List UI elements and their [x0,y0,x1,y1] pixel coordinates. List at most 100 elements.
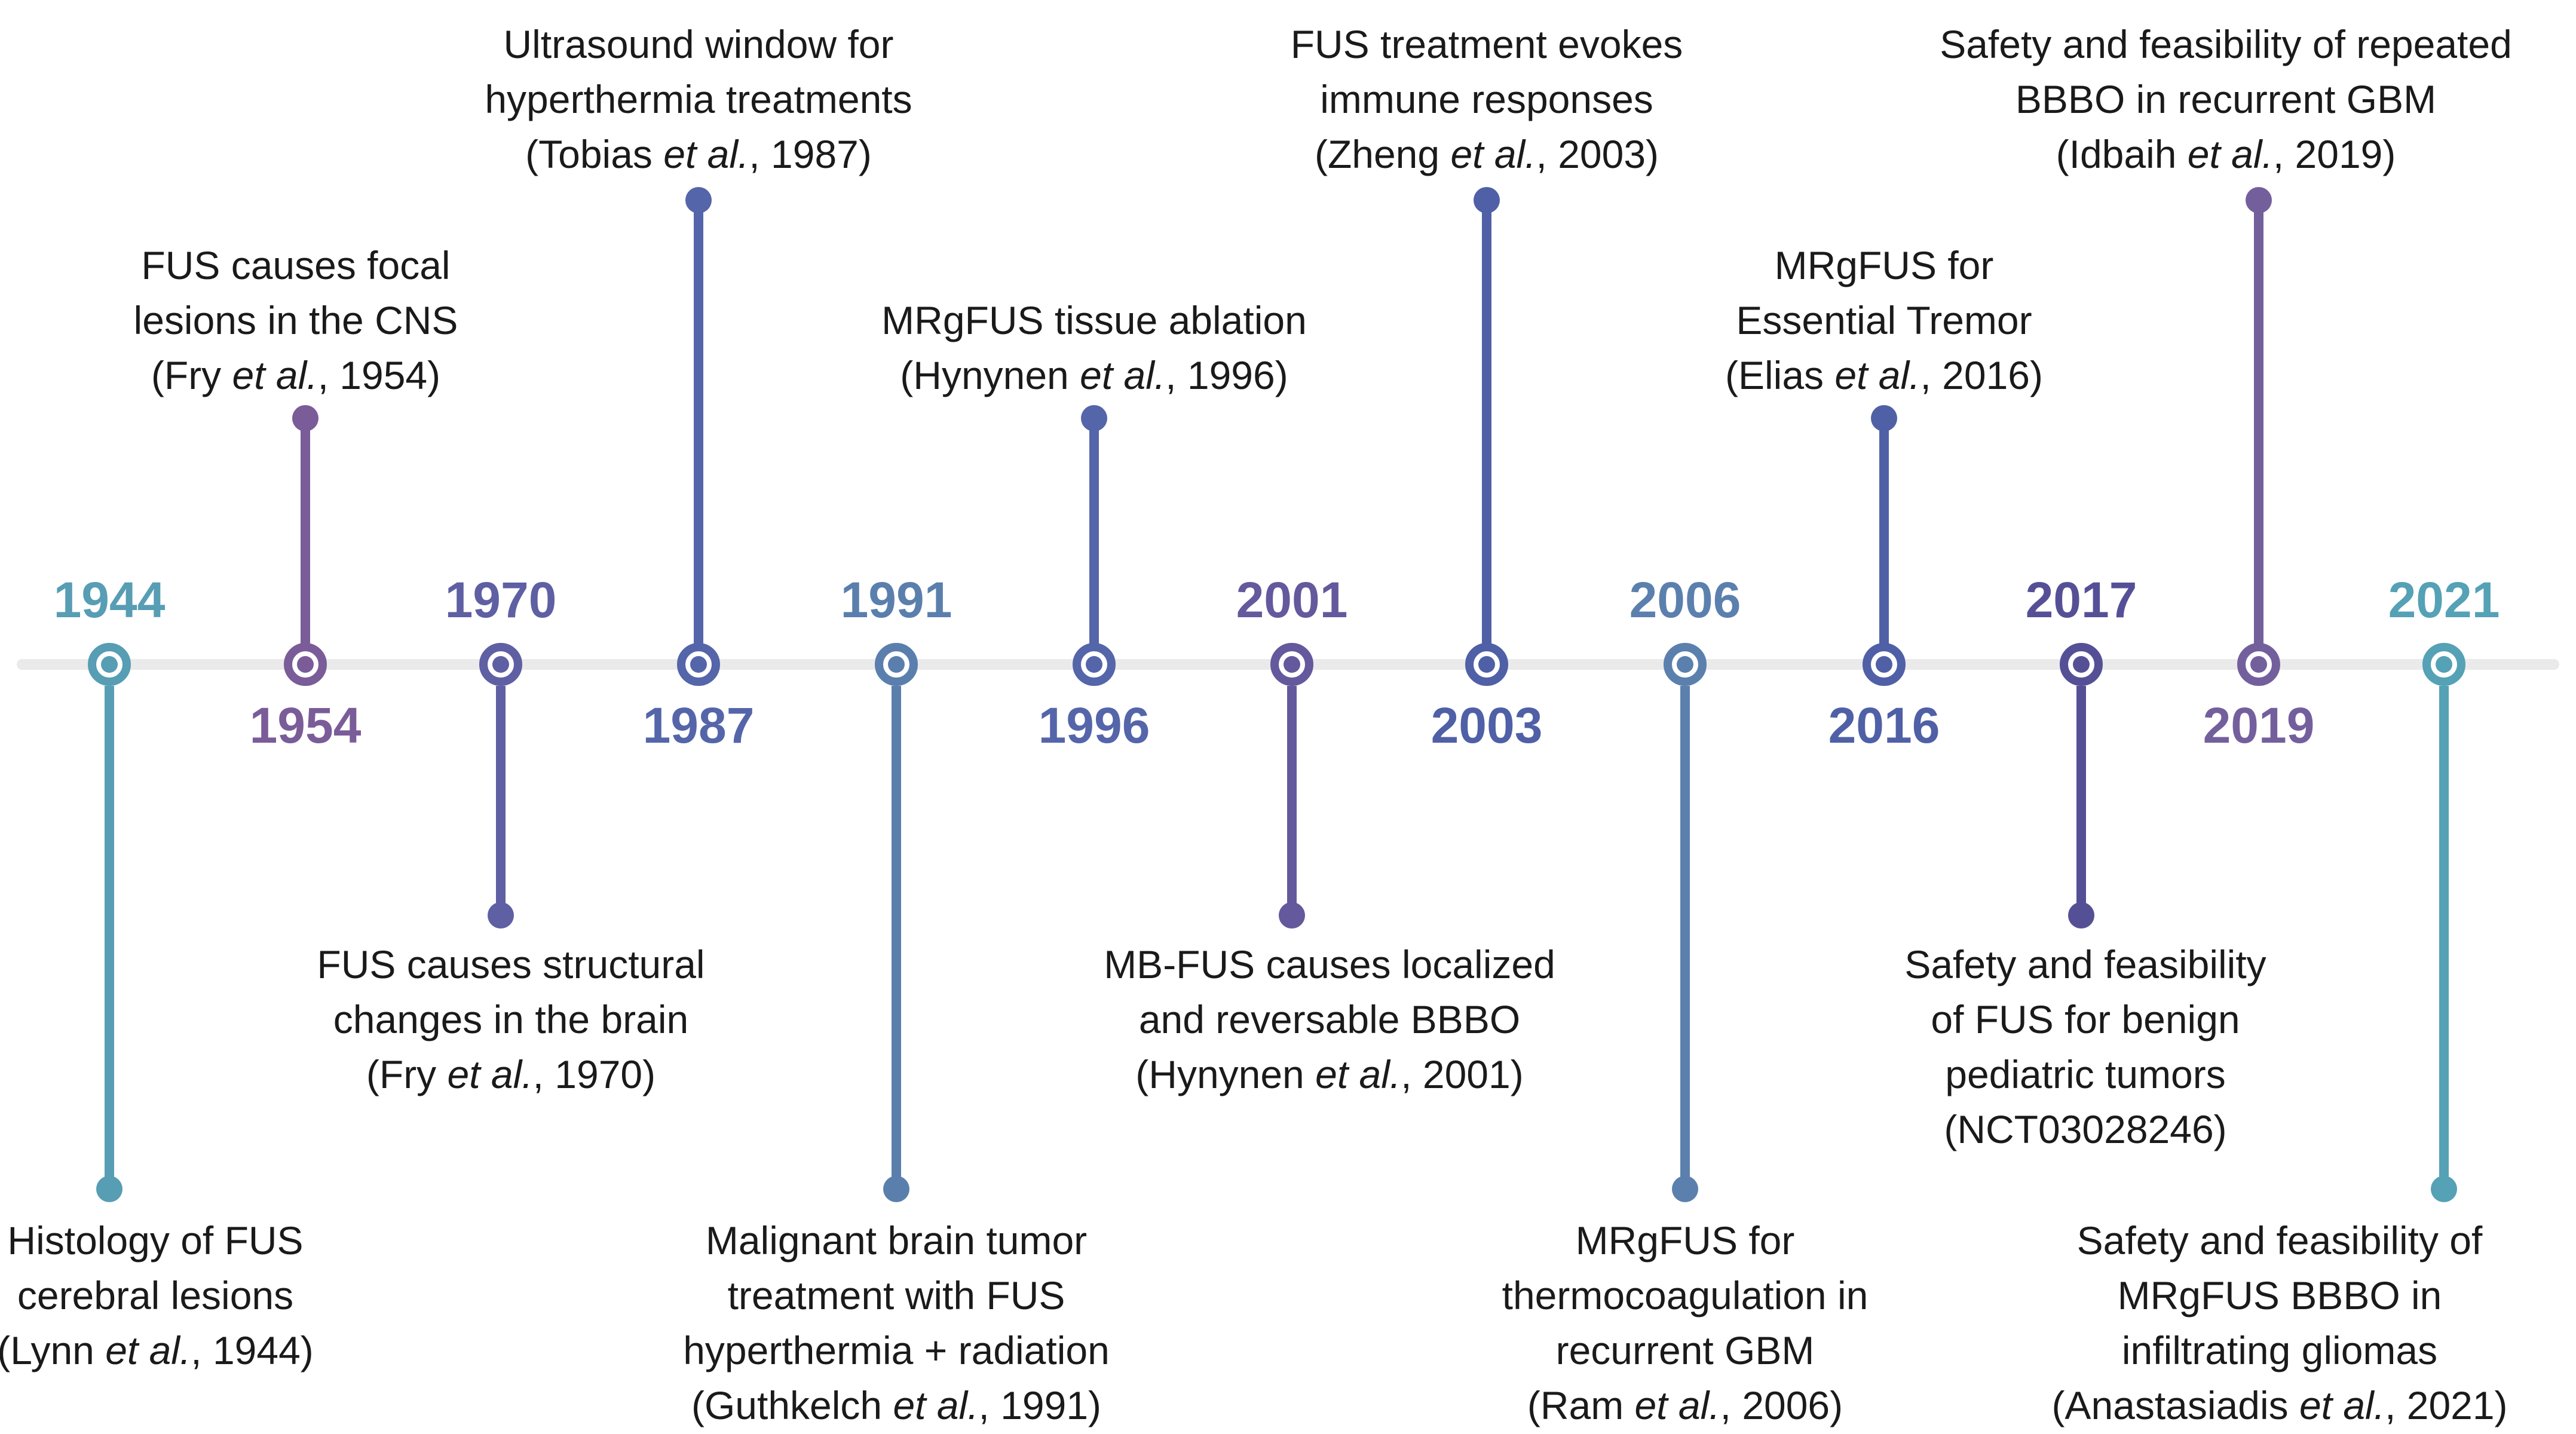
event-description: Safety and feasibility of MRgFUS BBBO in… [1891,1213,2576,1433]
event-stem [694,200,703,644]
citation-line: (Zheng et al., 2003) [1314,132,1659,176]
year-label: 1944 [53,572,166,628]
event-description: FUS causes structural changes in the bra… [122,937,899,1102]
year-label: 1996 [1038,697,1150,753]
citation-line: (Guthkelch et al., 1991) [691,1383,1102,1427]
timeline-line [17,659,2559,670]
year-label: 2021 [2388,572,2500,628]
event-description: FUS causes focal lesions in the CNS (Fry… [0,238,684,403]
description-line: Malignant brain tumor [705,1218,1088,1263]
stem-end-dot [2068,902,2094,929]
description-line: Safety and feasibility of [2076,1218,2483,1263]
description-line: hyperthermia + radiation [683,1328,1110,1372]
stem-end-dot [1474,187,1500,213]
event-description: MRgFUS tissue ablation (Hynynen et al., … [706,293,1482,403]
year-label: 1991 [840,572,952,628]
citation-line: (Tobias et al., 1987) [525,132,872,176]
event-stem [1482,200,1491,644]
year-label: 1970 [445,572,557,628]
citation-line: (Fry et al., 1954) [151,353,441,397]
description-line: and reversable BBBO [1138,997,1521,1041]
event-stem [1680,686,1690,1189]
description-line: Safety and feasibility [1904,942,2266,986]
description-line: MRgFUS BBBO in [2117,1273,2442,1317]
citation-line: (Lynn et al., 1944) [0,1328,314,1372]
description-line: immune responses [1320,77,1653,121]
stem-end-dot [2431,1176,2457,1202]
description-line: hyperthermia treatments [485,77,912,121]
event-description: FUS treatment evokes immune responses (Z… [1098,17,1875,182]
citation-line: (Idbaih et al., 2019) [2056,132,2396,176]
event-description: MRgFUS for thermocoagulation in recurren… [1297,1213,2073,1433]
citation-line: (Hynynen et al., 2001) [1135,1052,1524,1096]
event-description: Histology of FUS cerebral lesions (Lynn … [0,1213,544,1378]
description-line: infiltrating gliomas [2121,1328,2438,1372]
description-line: of FUS for benign [1931,997,2240,1041]
event-stem [1089,418,1099,644]
description-line: FUS causes focal [141,243,451,287]
event-description: Ultrasound window for hyperthermia treat… [310,17,1087,182]
year-label: 1954 [249,697,362,753]
stem-end-dot [685,187,712,213]
description-line: BBBO in recurrent GBM [2015,77,2437,121]
description-line: FUS causes structural [317,942,705,986]
description-line: MRgFUS tissue ablation [881,298,1307,342]
event-stem [496,686,506,915]
year-label: 2001 [1236,572,1348,628]
event-description: Safety and feasibility of FUS for benign… [1697,937,2474,1157]
year-label: 1987 [642,697,755,753]
description-line: Ultrasound window for [503,22,894,66]
description-line: lesions in the CNS [133,298,458,342]
citation-line: (NCT03028246) [1944,1107,2227,1151]
description-line: MRgFUS for [1774,243,1994,287]
event-stem [301,418,310,644]
event-stem [892,686,901,1189]
event-stem [2254,200,2263,644]
event-stem [1287,686,1297,915]
citation-line: (Elias et al., 2016) [1725,353,2043,397]
stem-end-dot [1672,1176,1698,1202]
description-line: changes in the brain [333,997,689,1041]
description-line: treatment with FUS [727,1273,1065,1317]
event-description: Safety and feasibility of repeated BBBO … [1837,17,2576,182]
citation-line: (Anastasiadis et al., 2021) [2051,1383,2508,1427]
stem-end-dot [883,1176,909,1202]
event-stem [2439,686,2449,1189]
stem-end-dot [96,1176,122,1202]
citation-line: (Fry et al., 1970) [366,1052,656,1096]
description-line: Safety and feasibility of repeated [1940,22,2512,66]
description-line: thermocoagulation in [1502,1273,1869,1317]
description-line: MRgFUS for [1575,1218,1795,1263]
event-stem [1879,418,1889,644]
stem-end-dot [292,405,318,431]
event-description: Malignant brain tumor treatment with FUS… [508,1213,1285,1433]
description-line: recurrent GBM [1555,1328,1815,1372]
citation-line: (Hynynen et al., 1996) [900,353,1288,397]
description-line: FUS treatment evokes [1290,22,1683,66]
stem-end-dot [1279,902,1305,929]
year-label: 2019 [2203,697,2315,753]
stem-end-dot [1081,405,1107,431]
year-label: 2017 [2025,572,2137,628]
event-description: MB-FUS causes localized and reversable B… [941,937,1718,1102]
year-label: 2006 [1629,572,1741,628]
description-line: Histology of FUS [7,1218,304,1263]
description-line: cerebral lesions [17,1273,294,1317]
event-description: MRgFUS for Essential Tremor (Elias et al… [1496,238,2272,403]
citation-line: (Ram et al., 2006) [1527,1383,1843,1427]
event-stem [2076,686,2086,915]
event-stem [105,686,114,1189]
description-line: MB-FUS causes localized [1104,942,1555,986]
